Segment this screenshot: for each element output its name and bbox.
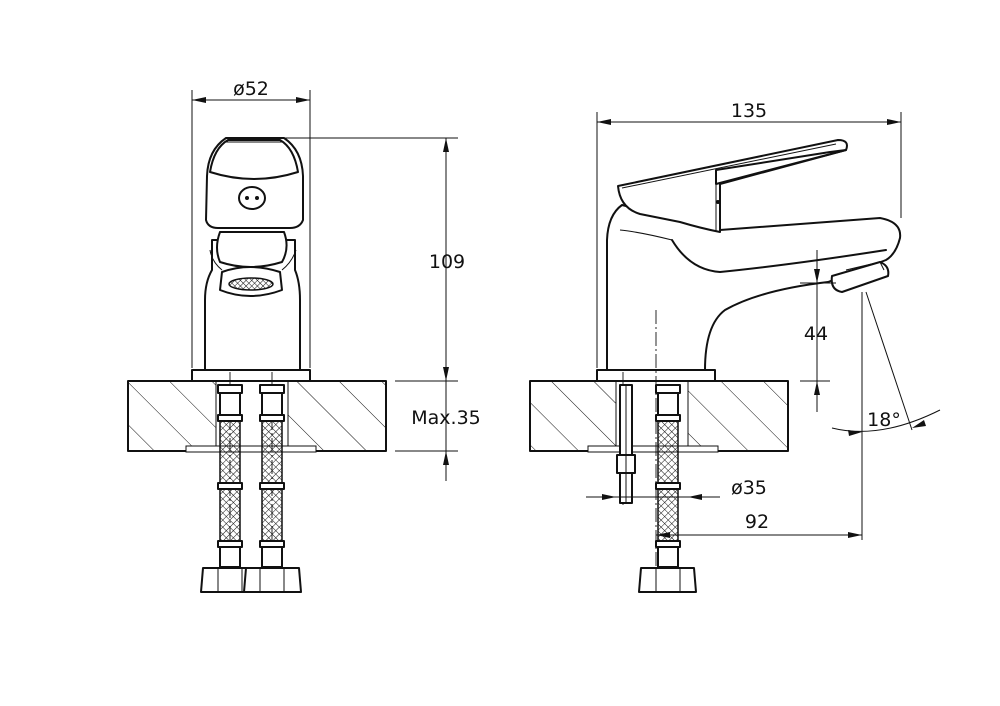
dim-hole-diameter: ø35	[586, 477, 767, 500]
dim-front-height: 109	[285, 137, 465, 382]
dim-spout-clearance: 44	[800, 250, 836, 412]
side-handle	[617, 139, 848, 233]
side-hose	[638, 384, 697, 593]
dim-front-width-label: ø52	[233, 78, 269, 100]
dim-max-thickness-label: Max.35	[411, 407, 481, 429]
dim-side-length: 135	[596, 100, 902, 368]
dim-max-thickness: Max.35	[395, 381, 481, 481]
front-view: ø52 109 Max.35	[127, 78, 481, 593]
dim-spout-angle-label: 18°	[867, 409, 901, 431]
front-handle	[205, 137, 304, 229]
side-stud	[616, 384, 636, 504]
dim-side-length-label: 135	[731, 100, 767, 122]
dim-front-height-label: 109	[429, 251, 465, 273]
front-hose-right	[243, 384, 302, 593]
dim-hole-diameter-label: ø35	[731, 477, 767, 499]
dim-front-width: ø52	[191, 78, 311, 368]
front-spout	[209, 231, 297, 297]
dim-spout-clearance-label: 44	[804, 323, 828, 345]
dim-spout-reach-label: 92	[745, 511, 769, 533]
front-countertop	[127, 380, 387, 453]
side-view: 135 44 18° ø35	[529, 100, 941, 593]
side-body	[606, 204, 902, 371]
dim-spout-angle: 18°	[831, 291, 941, 540]
dim-spout-reach: 92	[656, 511, 862, 538]
